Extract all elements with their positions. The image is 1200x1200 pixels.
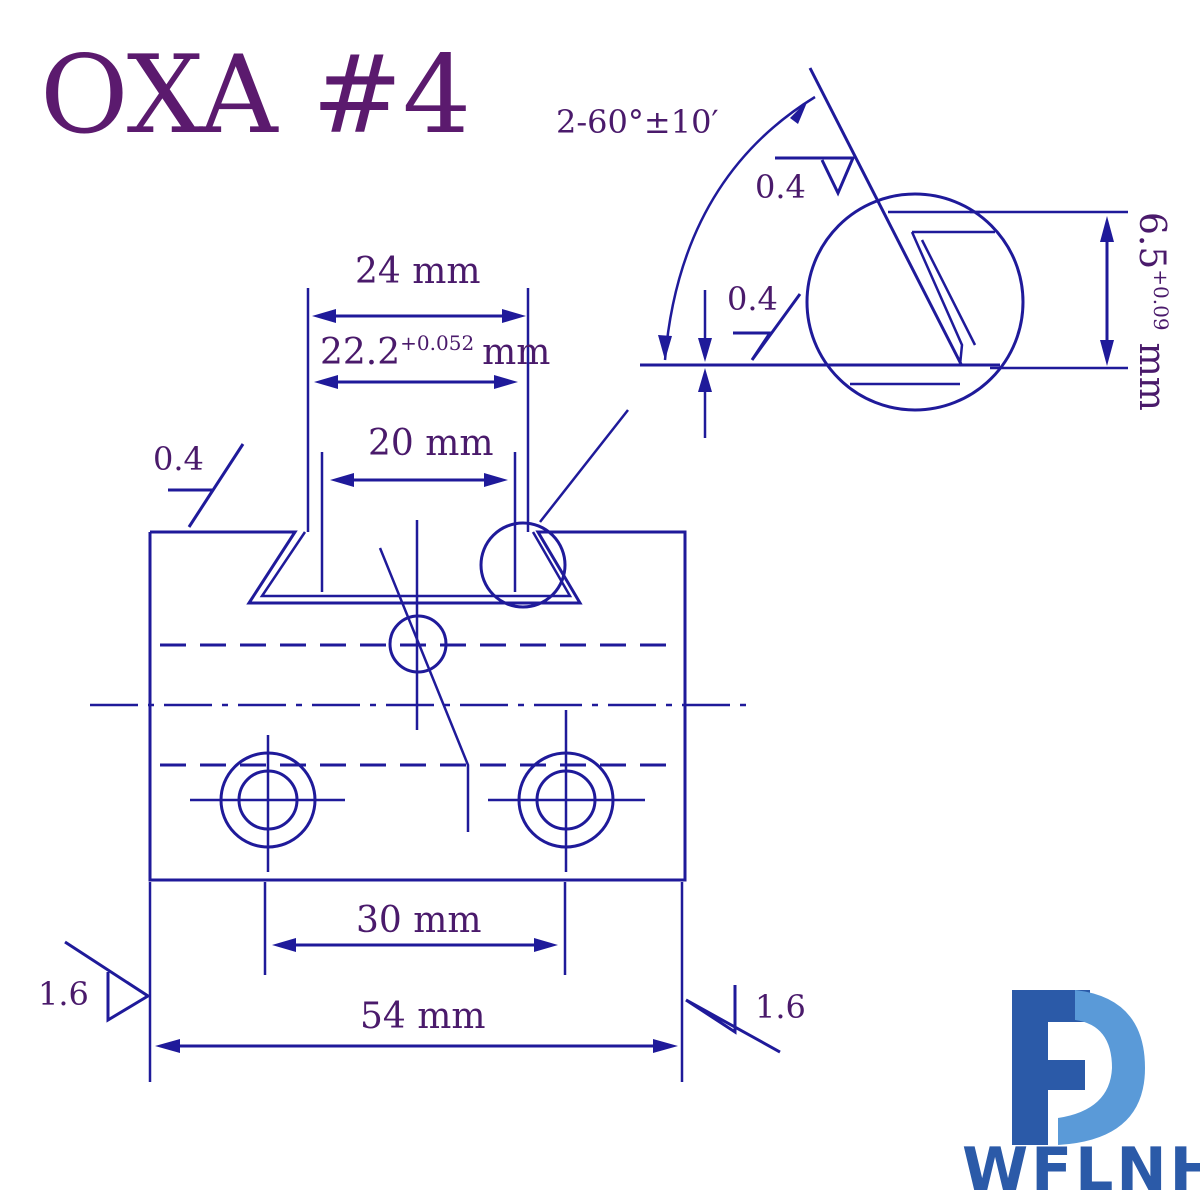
arrow-left (314, 375, 338, 389)
finish-symbol-detail-lower (733, 293, 802, 361)
arrow-right (484, 473, 508, 487)
finish-symbol-left (64, 940, 151, 1023)
arrow-down (1100, 340, 1114, 366)
arrow-angle-bottom (658, 335, 672, 360)
logo-f-mark (1012, 990, 1090, 1145)
dim-30mm-label: 30 mm (356, 900, 482, 941)
center-hole (388, 614, 448, 674)
arrow-right (653, 1039, 678, 1053)
brand-name: WFLNHB (962, 1135, 1200, 1200)
finish-detail-lower-label: 0.4 (727, 280, 778, 318)
dim-24mm-label: 24 mm (355, 251, 481, 292)
finish-left-label: 1.6 (38, 975, 89, 1013)
arrow-left (312, 309, 336, 323)
detail-leader-line (539, 409, 629, 523)
depth-label: 6.5+0.09 mm (1131, 212, 1173, 411)
finish-symbol-detail-upper (775, 156, 856, 197)
arrow-down (698, 338, 712, 362)
left-mounting-hole (190, 735, 345, 872)
angle-label: 2-60°±10′ (556, 103, 719, 141)
arrow-right (502, 309, 526, 323)
bottom-dimensions: 30 mm 54 mm (148, 882, 684, 1082)
arrow-right (534, 938, 558, 952)
detail-profile (888, 210, 995, 366)
arrow-up (1100, 216, 1114, 242)
surface-finish-side-right: 1.6 (685, 985, 806, 1054)
surface-finish-side-left: 1.6 (38, 940, 151, 1023)
dim-22mm-unit: mm (482, 332, 550, 373)
dim-54mm-label: 54 mm (360, 996, 486, 1037)
detail-callout-circle (479, 521, 567, 609)
arrow-angle-top (790, 100, 808, 124)
dim-20mm-label: 20 mm (368, 423, 494, 464)
title-text: OXA #4 (40, 33, 471, 158)
dovetail-edge-line (808, 67, 964, 367)
dovetail-dimensions: 24 mm 22.2+0.052 mm 20 mm (306, 251, 550, 532)
finish-symbol-top (168, 443, 245, 528)
logo-d-mark (1058, 990, 1145, 1145)
arrow-left (272, 938, 296, 952)
break-line (378, 547, 470, 832)
brand-logo: WFLNHB (962, 990, 1200, 1200)
dim-22mm-tolerance: +0.052 (400, 331, 474, 355)
finish-detail-upper-label: 0.4 (755, 168, 806, 206)
arrow-left (155, 1039, 180, 1053)
depth-base: 6.5 (1131, 212, 1172, 269)
finish-right-label: 1.6 (755, 988, 806, 1026)
main-body (90, 409, 750, 882)
arrow-up (698, 368, 712, 392)
depth-tolerance: +0.09 (1149, 269, 1173, 330)
arrow-left (330, 473, 354, 487)
dim-22mm-label: 22.2+0.052 mm (320, 331, 550, 373)
detail-view: 2-60°±10′ 6.5+0.09 mm 0.4 0.4 (556, 67, 1173, 438)
finish-top-label: 0.4 (153, 440, 204, 478)
surface-finish-top: 0.4 (153, 440, 245, 528)
detail-circle (805, 192, 1025, 412)
dim-22mm-base: 22.2 (320, 332, 400, 373)
block-outline (148, 530, 687, 882)
right-mounting-hole (488, 710, 645, 872)
finish-symbol-right (685, 985, 781, 1054)
arrow-right (494, 375, 518, 389)
depth-unit: mm (1131, 343, 1172, 411)
angle-arc (663, 95, 816, 361)
